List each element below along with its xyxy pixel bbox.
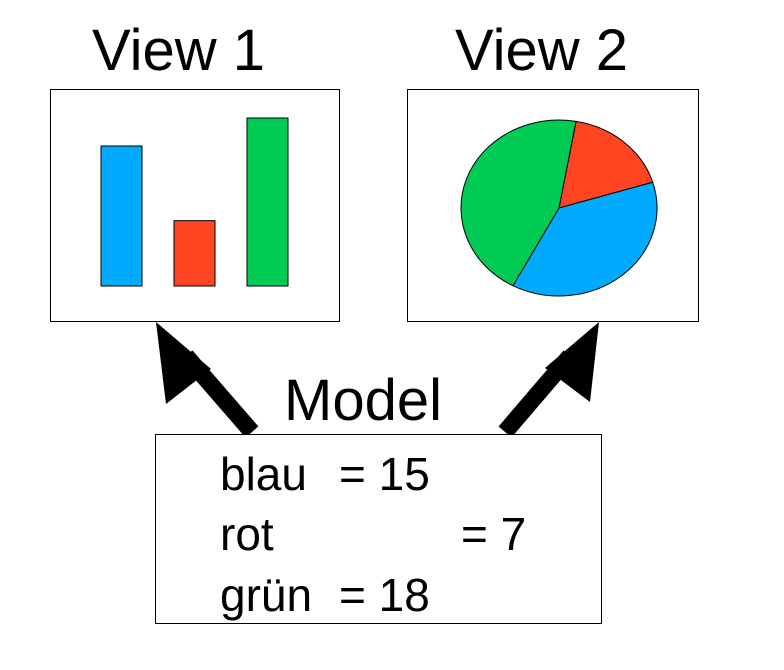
model-panel: blau = 15 rot = 7 grün = 18	[155, 434, 602, 624]
model-value-rot: = 7	[461, 508, 527, 560]
pie-chart	[460, 119, 658, 297]
bar-rot	[173, 220, 216, 287]
view-2-title: View 2	[455, 18, 629, 83]
pie-slice-grün	[460, 119, 577, 287]
bar-grün	[246, 117, 289, 287]
pie-slice-rot	[558, 120, 654, 209]
model-value-blau: = 15	[339, 448, 430, 500]
model-value-gruen: = 18	[339, 569, 430, 621]
view-2-panel	[407, 89, 699, 322]
pie-slice-blau	[512, 181, 658, 297]
model-label-rot: rot	[220, 508, 274, 560]
bar-chart	[100, 117, 289, 287]
view-1-title: View 1	[92, 18, 266, 83]
view-1-panel	[50, 89, 340, 322]
model-label-blau: blau	[220, 448, 307, 500]
model-label-gruen: grün	[220, 569, 313, 621]
arrow-head-view-2	[545, 322, 599, 402]
bar-blau	[100, 145, 143, 287]
arrow-head-view-1	[156, 322, 211, 404]
model-title: Model	[284, 368, 442, 433]
